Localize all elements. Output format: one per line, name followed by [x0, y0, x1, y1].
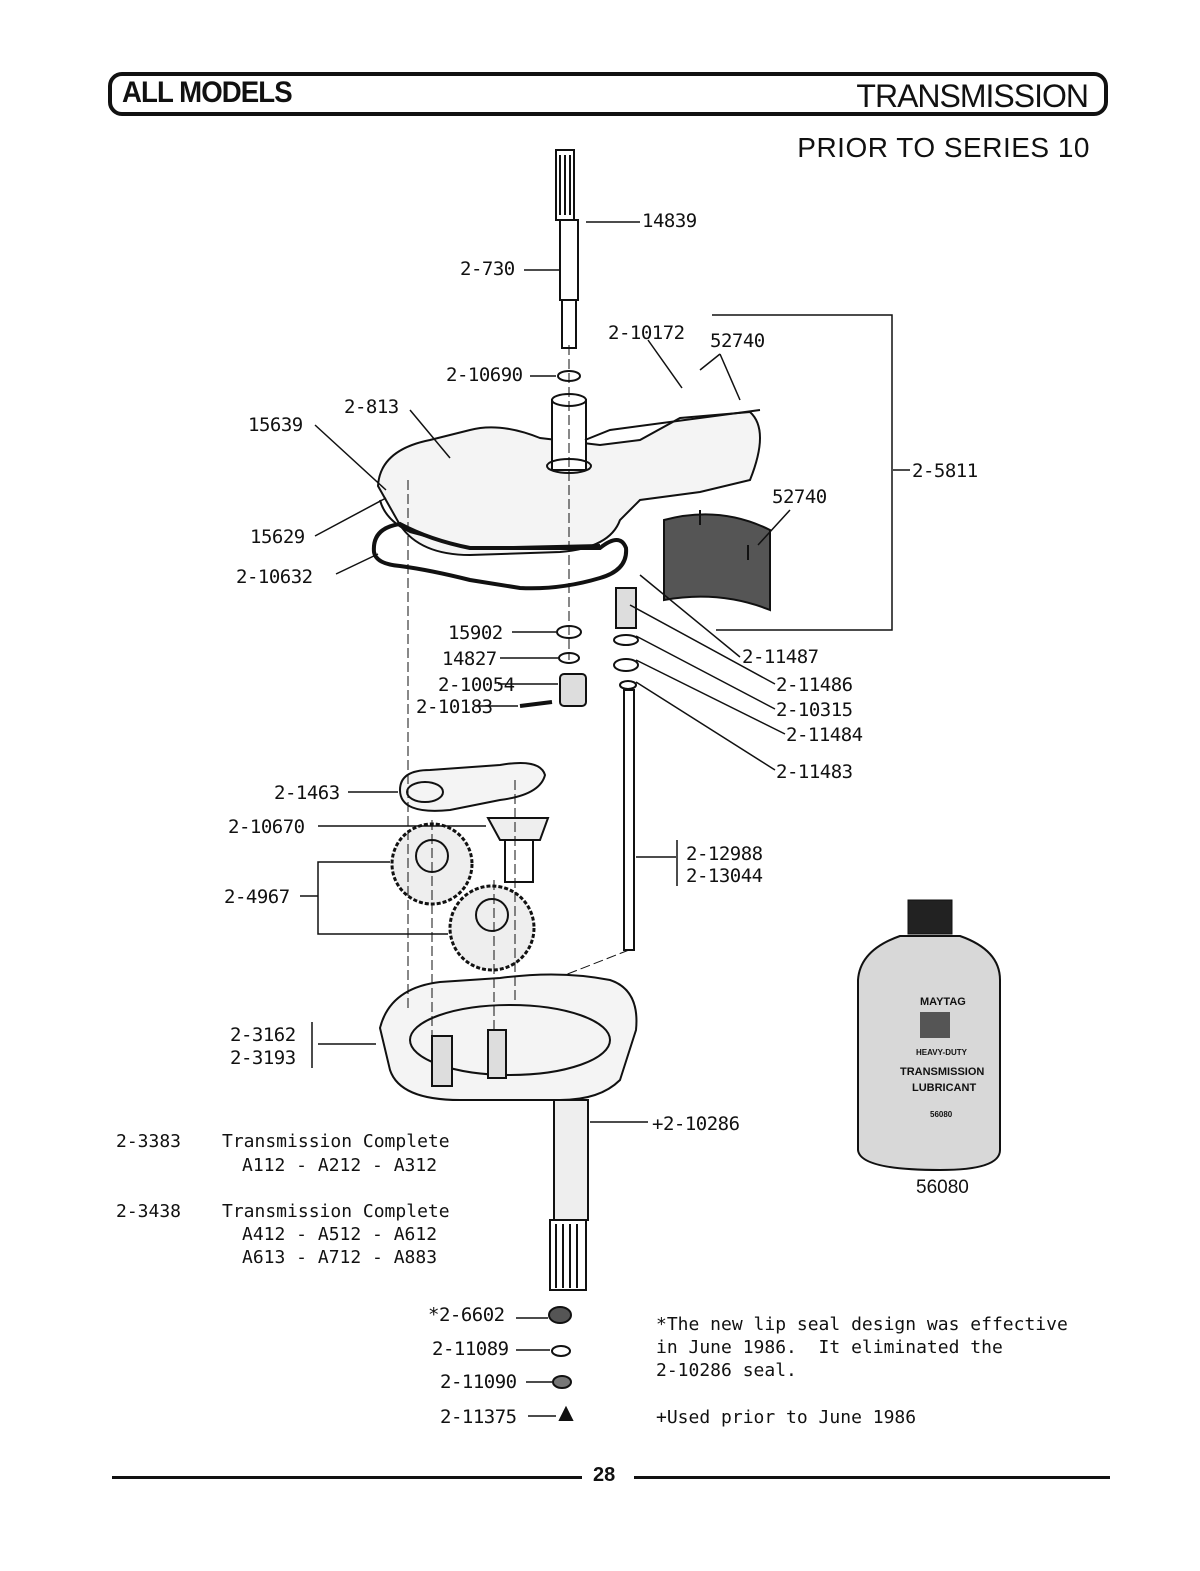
- footer-rule-right: [634, 1476, 1110, 1479]
- part-label: 2-10315: [776, 699, 853, 721]
- part-label: 15639: [248, 414, 303, 436]
- part-label: 52740: [710, 330, 765, 352]
- gasket-part: [371, 521, 629, 591]
- assembly-part-number: 2-3383: [116, 1131, 182, 1152]
- bottle-part-number: 56080: [916, 1177, 969, 1198]
- rod-part: [623, 689, 635, 951]
- footer-rule-left: [112, 1476, 582, 1479]
- page-subtitle: PRIOR TO SERIES 10: [797, 132, 1090, 163]
- part-label: 2-813: [344, 396, 399, 418]
- assembly-description: Transmission Complete: [222, 1131, 450, 1152]
- part-label: *2-6602: [428, 1304, 505, 1326]
- pinion-part: [559, 673, 587, 707]
- part-label: 14839: [642, 210, 697, 232]
- gear-part: [615, 587, 637, 629]
- part-label: 15902: [448, 622, 503, 644]
- part-label: 2-1463: [274, 782, 340, 804]
- part-label: 2-11487: [742, 646, 819, 668]
- part-label: 2-3193: [230, 1047, 296, 1069]
- bottle-brand: MAYTAG: [920, 996, 966, 1008]
- part-label: 2-11484: [786, 724, 863, 746]
- part-label: 2-5811: [912, 460, 978, 482]
- shaft-part: [555, 149, 579, 349]
- part-label: 2-11375: [440, 1406, 517, 1428]
- crank-part: [398, 762, 547, 812]
- header-models: ALL MODELS: [122, 76, 293, 109]
- assembly-models: A613 - A712 - A883: [242, 1247, 438, 1268]
- nut-part: [558, 1405, 574, 1421]
- part-label: 52740: [772, 486, 827, 508]
- assembly-part-number: 2-3438: [116, 1201, 182, 1222]
- assembly-description: Transmission Complete: [222, 1201, 450, 1222]
- washer-part: [552, 1375, 572, 1389]
- used-prior-note: +Used prior to June 1986: [656, 1407, 917, 1428]
- washer-part: [551, 1345, 571, 1357]
- part-label: 2-11089: [432, 1338, 509, 1360]
- part-label: 15629: [250, 526, 305, 548]
- part-label: 2-10690: [446, 364, 523, 386]
- header-frame: [108, 72, 1108, 116]
- part-label: 2-10183: [416, 696, 493, 718]
- bottle-line3: LUBRICANT: [912, 1082, 977, 1094]
- assembly-models: A412 - A512 - A612: [242, 1224, 438, 1245]
- part-label: 2-13044: [686, 865, 763, 887]
- part-label: 2-11486: [776, 674, 853, 696]
- bottle-line1: HEAVY-DUTY: [916, 1048, 967, 1057]
- part-label: +2-10286: [652, 1113, 740, 1135]
- part-label: 2-10172: [608, 322, 685, 344]
- part-label: 2-3162: [230, 1024, 296, 1046]
- part-label: 2-11483: [776, 761, 853, 783]
- weight-part: [663, 510, 771, 612]
- part-label: 2-10054: [438, 674, 515, 696]
- part-label: 2-10670: [228, 816, 305, 838]
- part-label: 2-10632: [236, 566, 313, 588]
- part-label: 2-11090: [440, 1371, 517, 1393]
- header-title: TRANSMISSION: [856, 78, 1089, 114]
- lip-seal-note: *The new lip seal design was effective i…: [656, 1314, 1068, 1381]
- seal-part: [548, 1306, 572, 1324]
- lubricant-bottle: [857, 899, 1001, 1172]
- part-label: 2-4967: [224, 886, 290, 908]
- part-label: 2-730: [460, 258, 515, 280]
- gear-part: [486, 817, 550, 841]
- housing-part: [378, 973, 638, 1291]
- part-label: 14827: [442, 648, 497, 670]
- pin-part: [519, 700, 553, 708]
- bottle-line4: 56080: [930, 1110, 953, 1119]
- gear-part: [448, 884, 536, 972]
- bottle-line2: TRANSMISSION: [900, 1066, 985, 1078]
- part-label: 2-12988: [686, 843, 763, 865]
- page-number: 28: [593, 1464, 616, 1486]
- assembly-models: A112 - A212 - A312: [242, 1155, 438, 1176]
